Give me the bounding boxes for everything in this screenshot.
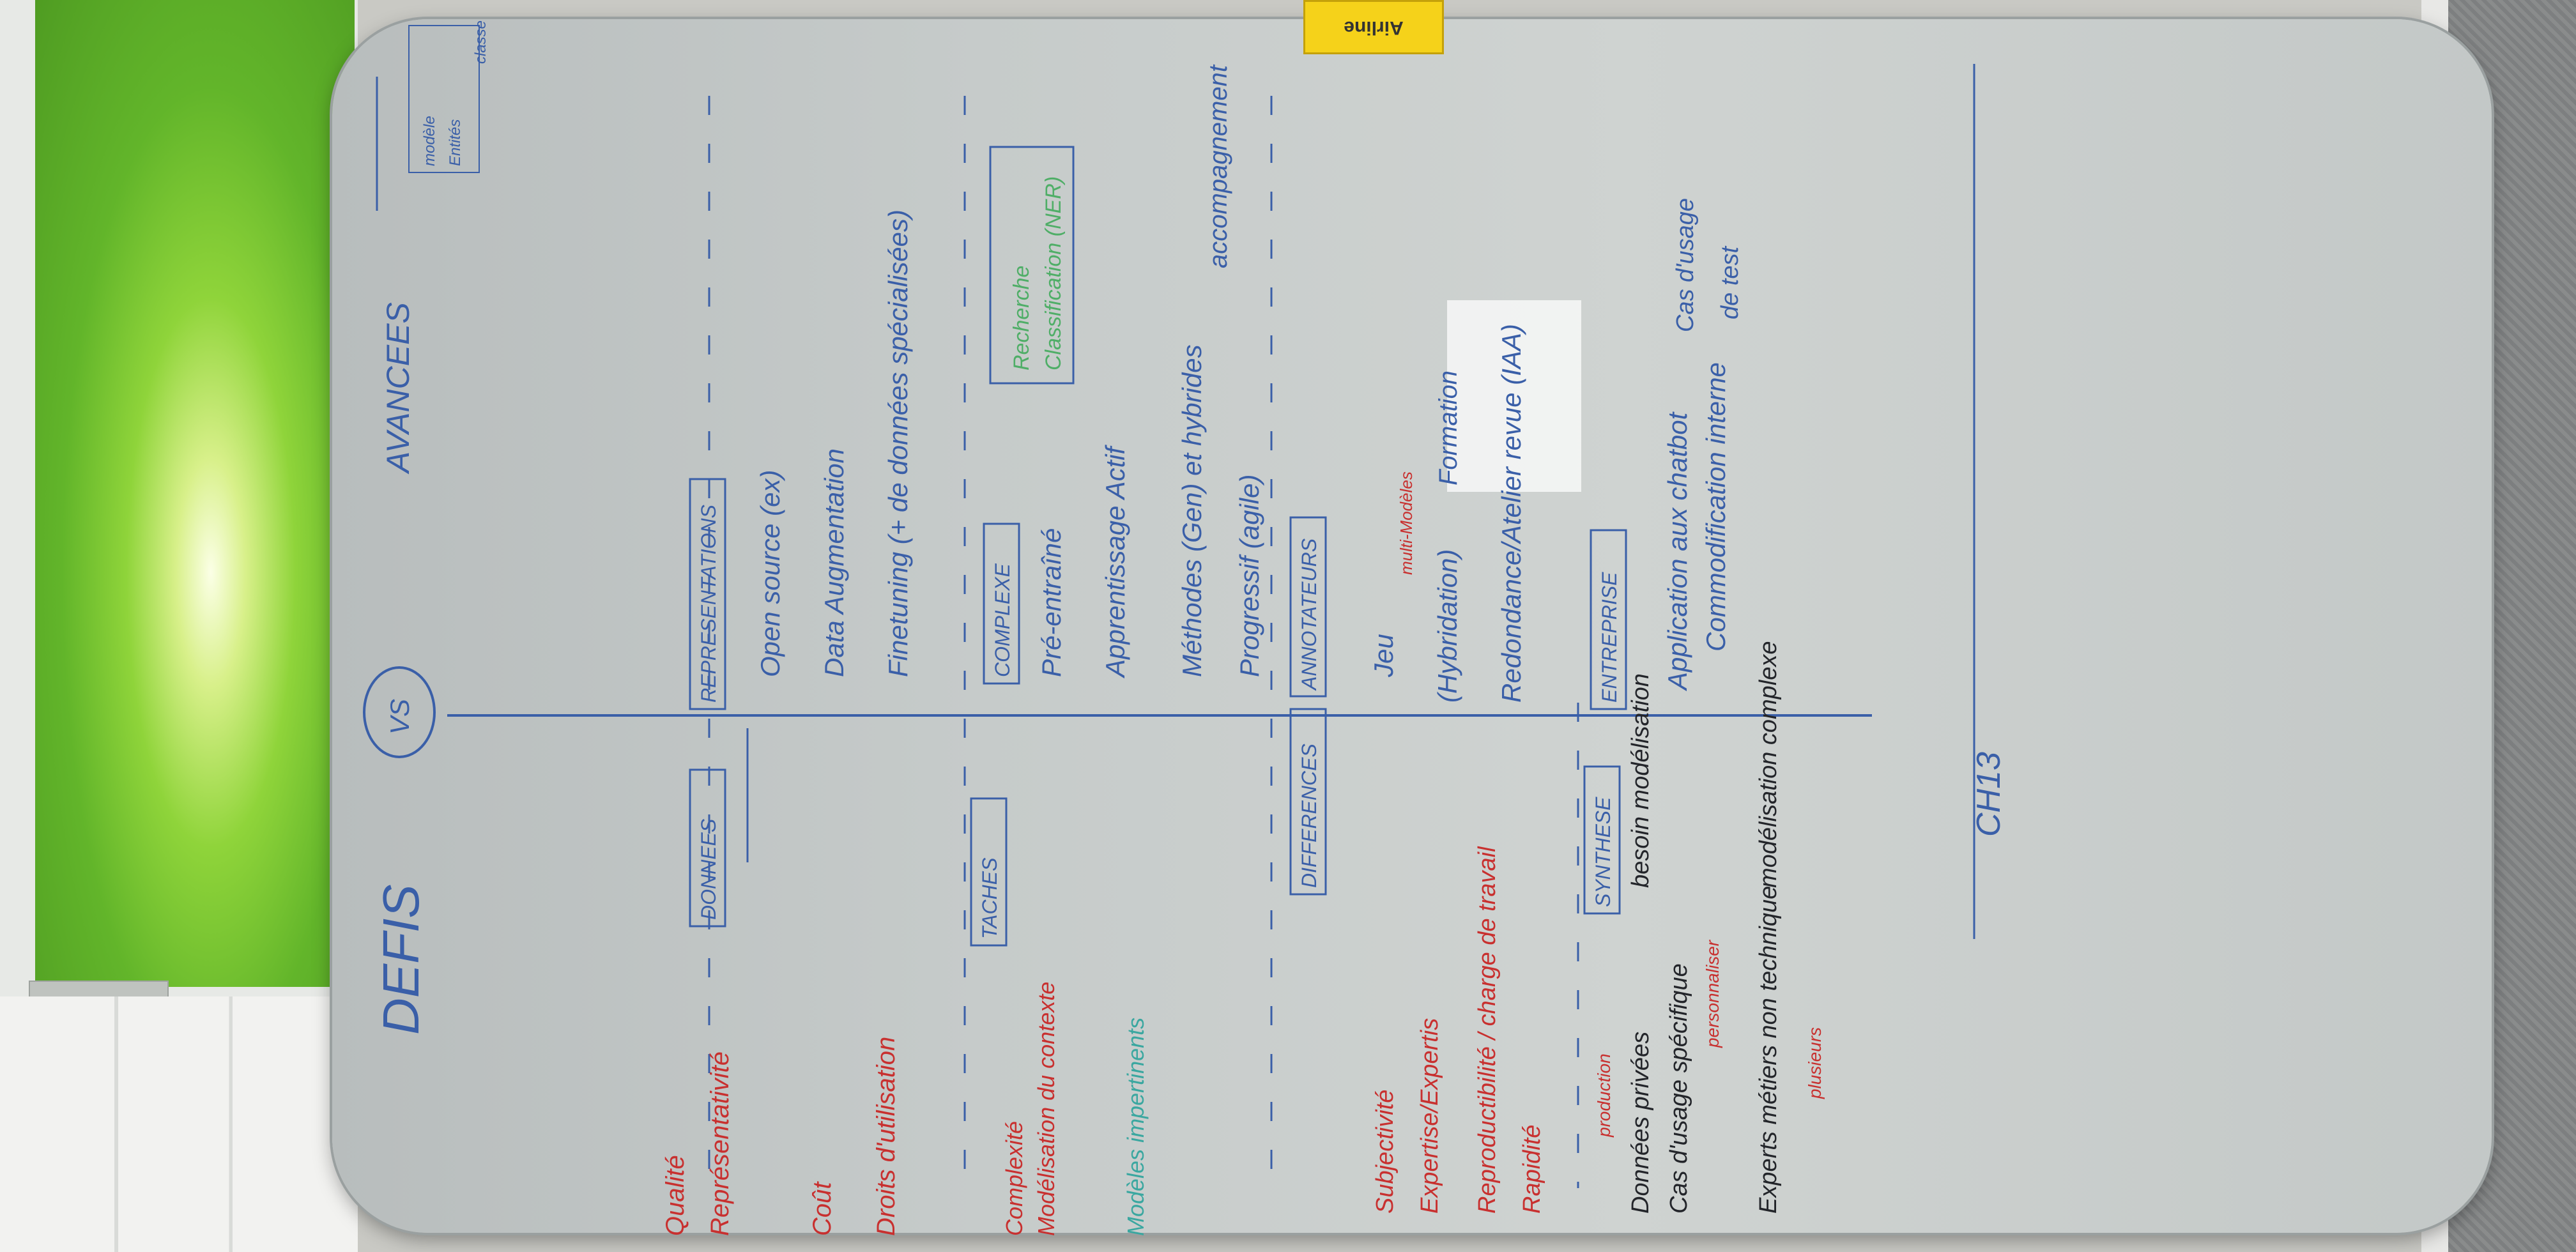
red-learning: Complexité Modélisation du contexte [1001, 982, 1059, 1236]
repr-item-3: Finetuning (+ de données spécialisées) [883, 210, 913, 677]
box-annotateurs [1289, 516, 1327, 698]
box-complexe-label: COMPLEXE [991, 563, 1014, 677]
issue-3: Reproductibilité / charge de travail [1474, 846, 1501, 1214]
entreprise-item-1: Application aux chatbot [1662, 411, 1692, 692]
problem-1: Qualité [661, 1155, 689, 1236]
problem-3: Coût [808, 1181, 836, 1236]
annot-item-2: (Hybridation) [1432, 549, 1462, 703]
learning-1: Complexité [1001, 1121, 1027, 1236]
issue-1: Subjectivité [1372, 1090, 1399, 1214]
repr-item-2: Data Augmentation [819, 448, 849, 677]
synth-item-1: Données privées [1627, 1032, 1654, 1214]
issue-2: Expertise/Expertis [1416, 1018, 1443, 1214]
green-wall-panel [35, 0, 355, 987]
accompagnement-label: accompagnement [1204, 64, 1232, 268]
problem-2: Représentativité [706, 1051, 734, 1236]
glass-whiteboard [332, 19, 2492, 1233]
complexe-list: Pré-entraîné Apprentissage Actif Méthode… [1036, 344, 1264, 679]
issue-4: Rapidité [1519, 1125, 1545, 1214]
entreprise-item-2: Commodification interne [1701, 362, 1731, 652]
box-taches-label: TACHES [978, 858, 1001, 939]
cas-usage-note: Cas d'usage de test [1672, 198, 1744, 332]
synth-right-2: modélisation complexe [1755, 641, 1782, 888]
repr-item-1: Open source (ex) [755, 470, 785, 677]
dashed-separators [708, 96, 1579, 1188]
annot-item-3: Redondance/Atelier revue (IAA) [1496, 324, 1526, 703]
synth-item-3: Experts métiers non technique [1755, 886, 1782, 1214]
synthese-black-list: Données privées Cas d'usage spécifique E… [1627, 641, 1782, 1214]
corner-sketch-text: modèle Entités classe [421, 20, 489, 166]
vs-circle [363, 666, 436, 758]
teal-learning: Modèles impertinents [1123, 1018, 1149, 1236]
cas-usage-line-2: de test [1717, 245, 1744, 319]
synth-right-1: besoin modélisation [1627, 673, 1654, 888]
box-representations [689, 478, 726, 710]
box-taches [970, 797, 1008, 947]
box-annotateurs-label: ANNOTATEURS [1298, 538, 1321, 691]
box-synthese-label: SYNTHESE [1591, 797, 1614, 907]
corner-text-3: classe [472, 20, 489, 64]
red-annotation-issues: Subjectivité Expertise/Expertis Reproduc… [1372, 846, 1545, 1214]
synth-red-3: plusieurs [1805, 1027, 1825, 1099]
box-synthese [1583, 765, 1621, 915]
annot-item-1: Jeu [1368, 634, 1399, 678]
green-box-line-2: Classification (NER) [1041, 176, 1066, 370]
synthese-red-notes: production personnaliser plusieurs [1594, 939, 1825, 1138]
white-tiles [0, 996, 358, 1252]
annot-red-note: multi-Modèles [1397, 471, 1416, 575]
complexe-item-4: Progressif (agile) [1234, 475, 1264, 677]
corner-text-2: Entités [447, 119, 464, 166]
representations-list: Open source (ex) Data Augmentation Finet… [755, 210, 913, 677]
green-box-line-1: Recherche [1009, 266, 1034, 370]
formation-label: Formation [1434, 370, 1462, 485]
complexe-item-1: Pré-entraîné [1036, 528, 1066, 677]
box-representations-label: REPRESENTATIONS [697, 505, 720, 703]
box-differences-label: DIFFERENCES [1298, 744, 1321, 888]
box-donnees-label: DONNEES [697, 819, 720, 920]
synth-item-2: Cas d'usage spécifique [1666, 963, 1692, 1214]
synth-red-2: personnaliser [1703, 939, 1722, 1048]
signature-ch13: CH13 [1970, 752, 2007, 837]
corner-text-1: modèle [421, 116, 438, 166]
advances-title: AVANCEES [380, 302, 416, 475]
box-donnees [689, 768, 726, 928]
complexe-item-3: Méthodes (Gen) et hybrides [1177, 344, 1207, 677]
box-complexe [983, 523, 1020, 685]
title-defis: DEFIS [372, 884, 429, 1035]
airline-magnet: Airline [1303, 0, 1444, 54]
learning-2: Modélisation du contexte [1033, 982, 1059, 1236]
corner-sketch-box [408, 25, 480, 173]
complexe-item-2: Apprentissage Actif [1100, 444, 1130, 679]
synth-red-1: production [1594, 1053, 1614, 1138]
annotateurs-list: Jeu (Hybridation) Redondance/Atelier rev… [1368, 324, 1526, 703]
box-entreprise-label: ENTREPRISE [1598, 572, 1621, 703]
vs-label: VS [385, 699, 415, 735]
green-box [989, 146, 1075, 385]
entreprise-list: Application aux chatbot Commodification … [1662, 362, 1731, 692]
red-problem-list: Qualité Représentativité Coût Droits d'u… [661, 1037, 900, 1236]
light-reflection [1447, 300, 1581, 492]
green-box-text: Recherche Classification (NER) [1009, 176, 1066, 370]
cas-usage-line-1: Cas d'usage [1672, 198, 1699, 332]
problem-4: Droits d'utilisation [872, 1037, 900, 1236]
box-entreprise [1590, 529, 1627, 710]
box-differences [1289, 708, 1327, 896]
